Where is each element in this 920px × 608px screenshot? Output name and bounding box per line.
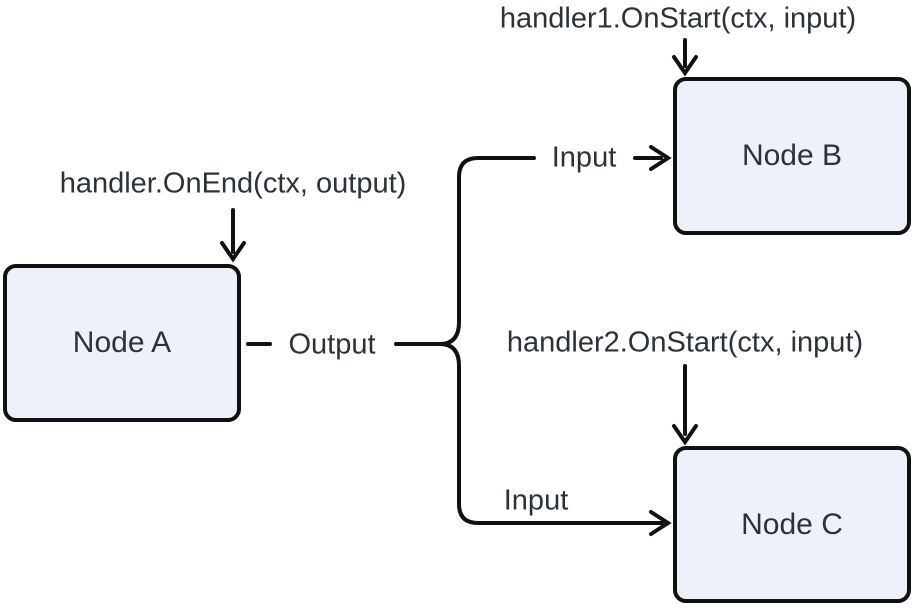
branch-upper-path <box>438 156 536 346</box>
input-c-arrowhead-icon <box>649 510 672 536</box>
node-c-box: Node C <box>673 446 911 603</box>
onend-arrowhead-icon <box>220 241 246 263</box>
onstart1-arrowhead-icon <box>672 55 698 77</box>
node-a-label: Node A <box>72 326 172 359</box>
onstart2-arrowhead-icon <box>672 424 698 446</box>
input-c-edge-label: Input <box>503 484 569 517</box>
node-a-hook-annotation: handler.OnEnd(ctx, output) <box>59 167 407 200</box>
branch-lower-path <box>438 342 664 525</box>
node-c-hook-annotation: handler2.OnStart(ctx, input) <box>506 326 864 359</box>
node-c-label: Node C <box>741 507 843 541</box>
input-b-edge-label: Input <box>551 141 617 174</box>
node-b-hook-annotation: handler1.OnStart(ctx, input) <box>499 2 857 35</box>
node-b-label: Node B <box>741 139 843 172</box>
output-edge-label: Output <box>288 328 376 361</box>
input-b-arrowhead-icon <box>649 145 672 171</box>
node-b-box: Node B <box>673 77 911 235</box>
node-a-box: Node A <box>3 264 241 422</box>
